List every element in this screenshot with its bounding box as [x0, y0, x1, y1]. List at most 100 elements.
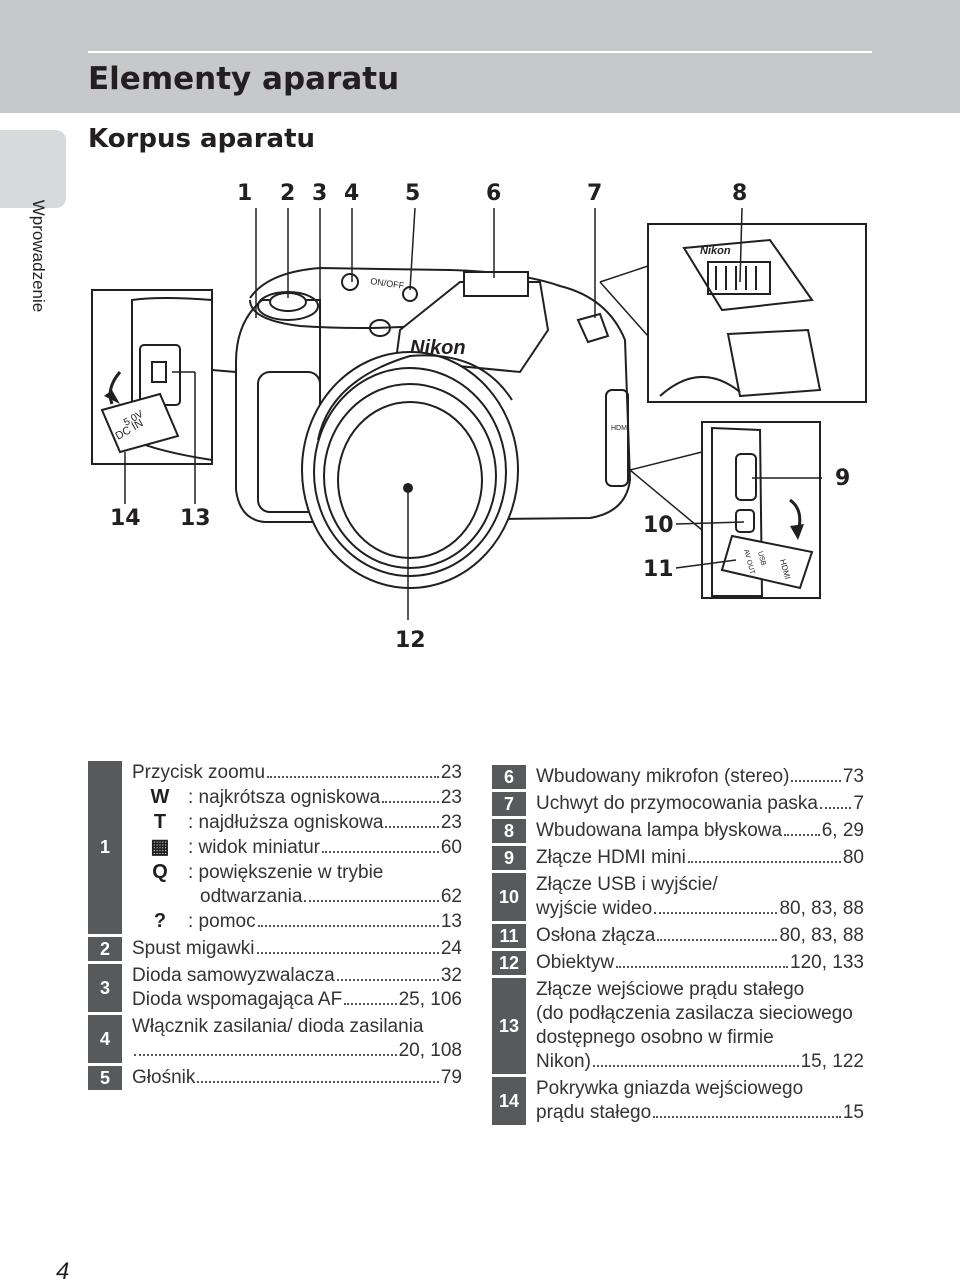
- thumbnail-icon: ▦: [150, 836, 170, 858]
- callout-14: 14: [110, 506, 141, 531]
- wide-zoom-icon: W: [150, 786, 170, 808]
- callout-8: 8: [732, 181, 748, 206]
- lens-glass: [337, 401, 483, 559]
- section-title: Korpus aparatu: [88, 124, 316, 154]
- legend-label: : powiększenie w trybie: [188, 862, 384, 883]
- legend-page: 15, 122: [800, 1051, 864, 1072]
- self-timer-lamp: [369, 319, 391, 337]
- legend-page: 79: [440, 1067, 462, 1088]
- legend-label: Spust migawki: [132, 938, 255, 959]
- hdmi-port: [735, 453, 757, 501]
- legend-row-12: 12 Obiektyw 120, 133: [492, 951, 864, 975]
- hot-shoe: [463, 271, 529, 297]
- legend-label: Wbudowany mikrofon (stereo): [536, 766, 790, 787]
- on-off-label: ON/OFF: [370, 276, 406, 291]
- legend-row-13: 13 Złącze wejściowe prądu stałego (do po…: [492, 978, 864, 1074]
- legend-row-9: 9 Złącze HDMI mini 80: [492, 846, 864, 870]
- legend-page: 24: [440, 938, 462, 959]
- legend-page: 15: [842, 1102, 864, 1123]
- lens-outer: [301, 351, 519, 589]
- strap-eyelet: [576, 312, 610, 344]
- playback-zoom-icon: Q: [152, 861, 168, 883]
- legend-label: : pomoc: [188, 911, 256, 932]
- legend-label: Nikon): [536, 1051, 591, 1072]
- legend-num: 9: [492, 846, 526, 870]
- legend-num: 1: [88, 761, 122, 934]
- legend-page: 32: [440, 965, 462, 986]
- legend-label: Pokrywka gniazda wejściowego: [536, 1078, 804, 1099]
- legend-page: 23: [440, 762, 462, 783]
- callout-9: 9: [835, 466, 851, 491]
- legend-row-4: 4 Włącznik zasilania/ dioda zasilania 20…: [88, 1015, 462, 1063]
- legend-label: wyjście wideo: [536, 898, 653, 919]
- legend-page: 23: [440, 812, 462, 833]
- legend-page: 80, 83, 88: [779, 925, 864, 946]
- callout-11: 11: [643, 557, 674, 582]
- tele-zoom-icon: T: [153, 811, 167, 833]
- legend-label: (do podłączenia zasilacza sieciowego: [536, 1003, 853, 1024]
- legend-label: Wbudowana lampa błyskowa: [536, 820, 783, 841]
- legend-label: Złącze wejściowe prądu stałego: [536, 979, 805, 1000]
- legend-page: 80, 83, 88: [779, 898, 864, 919]
- legend-page: 13: [440, 911, 462, 932]
- legend-row-2: 2 Spust migawki 24: [88, 937, 462, 961]
- legend-num: 8: [492, 819, 526, 843]
- legend-page: 25, 106: [398, 989, 462, 1010]
- legend-page: 7: [853, 793, 864, 814]
- legend-page: 62: [440, 886, 462, 907]
- legend-label: : najdłuższa ogniskowa: [188, 812, 384, 833]
- legend-label: odtwarzania: [200, 886, 303, 907]
- legend-row-8: 8 Wbudowana lampa błyskowa 6, 29: [492, 819, 864, 843]
- legend-page: 120, 133: [790, 952, 864, 973]
- callout-7: 7: [587, 181, 603, 206]
- inset-flash: Nikon: [599, 207, 867, 403]
- callout-10: 10: [643, 513, 674, 538]
- legend-num: 11: [492, 924, 526, 948]
- legend-label: Obiektyw: [536, 952, 615, 973]
- callout-4: 4: [344, 181, 360, 206]
- legend-label: Uchwyt do przymocowania paska: [536, 793, 818, 814]
- flash-window: [707, 261, 771, 295]
- legend-num: 2: [88, 937, 122, 961]
- connector-cover-closed: [605, 389, 629, 487]
- legend-label: Głośnik: [132, 1067, 196, 1088]
- legend-label: Przycisk zoomu: [132, 762, 266, 783]
- header-rule: [88, 51, 872, 53]
- inset-dc-in: DC IN 5.0V: [91, 289, 237, 504]
- usb-av-port: [735, 509, 755, 533]
- callout-2: 2: [280, 181, 296, 206]
- legend-page: 60: [440, 837, 462, 858]
- legend-label: Dioda samowyzwalacza: [132, 965, 335, 986]
- callout-13: 13: [180, 506, 211, 531]
- legend-page: 80: [842, 847, 864, 868]
- legend-num: 4: [88, 1015, 122, 1063]
- legend-page: 20, 108: [398, 1040, 462, 1061]
- legend-label: prądu stałego: [536, 1102, 652, 1123]
- header-band: [0, 0, 960, 113]
- camera-illustration: ON/OFF Nikon HDMI DC IN 5.0V: [91, 207, 867, 620]
- callout-5: 5: [405, 181, 421, 206]
- legend-label: Złącze HDMI mini: [536, 847, 686, 868]
- legend-label: dostępnego osobno w firmie: [536, 1027, 774, 1048]
- legend-label: Złącze USB i wyjście/: [536, 874, 718, 895]
- side-hdmi-label: HDMI: [611, 425, 629, 432]
- page-title: Elementy aparatu: [88, 61, 400, 97]
- legend-page: 6, 29: [821, 820, 864, 841]
- legend-num: 12: [492, 951, 526, 975]
- callout-12: 12: [395, 628, 426, 653]
- callout-6: 6: [486, 181, 502, 206]
- inset-connectors: HDMI AV OUT USB: [629, 421, 822, 599]
- popup-brand-logo: Nikon: [700, 245, 731, 257]
- legend-label: Włącznik zasilania/ dioda zasilania: [132, 1016, 424, 1037]
- legend-page: 23: [440, 787, 462, 808]
- legend-row-14: 14 Pokrywka gniazda wejściowego prądu st…: [492, 1077, 864, 1125]
- legend-num: 10: [492, 873, 526, 921]
